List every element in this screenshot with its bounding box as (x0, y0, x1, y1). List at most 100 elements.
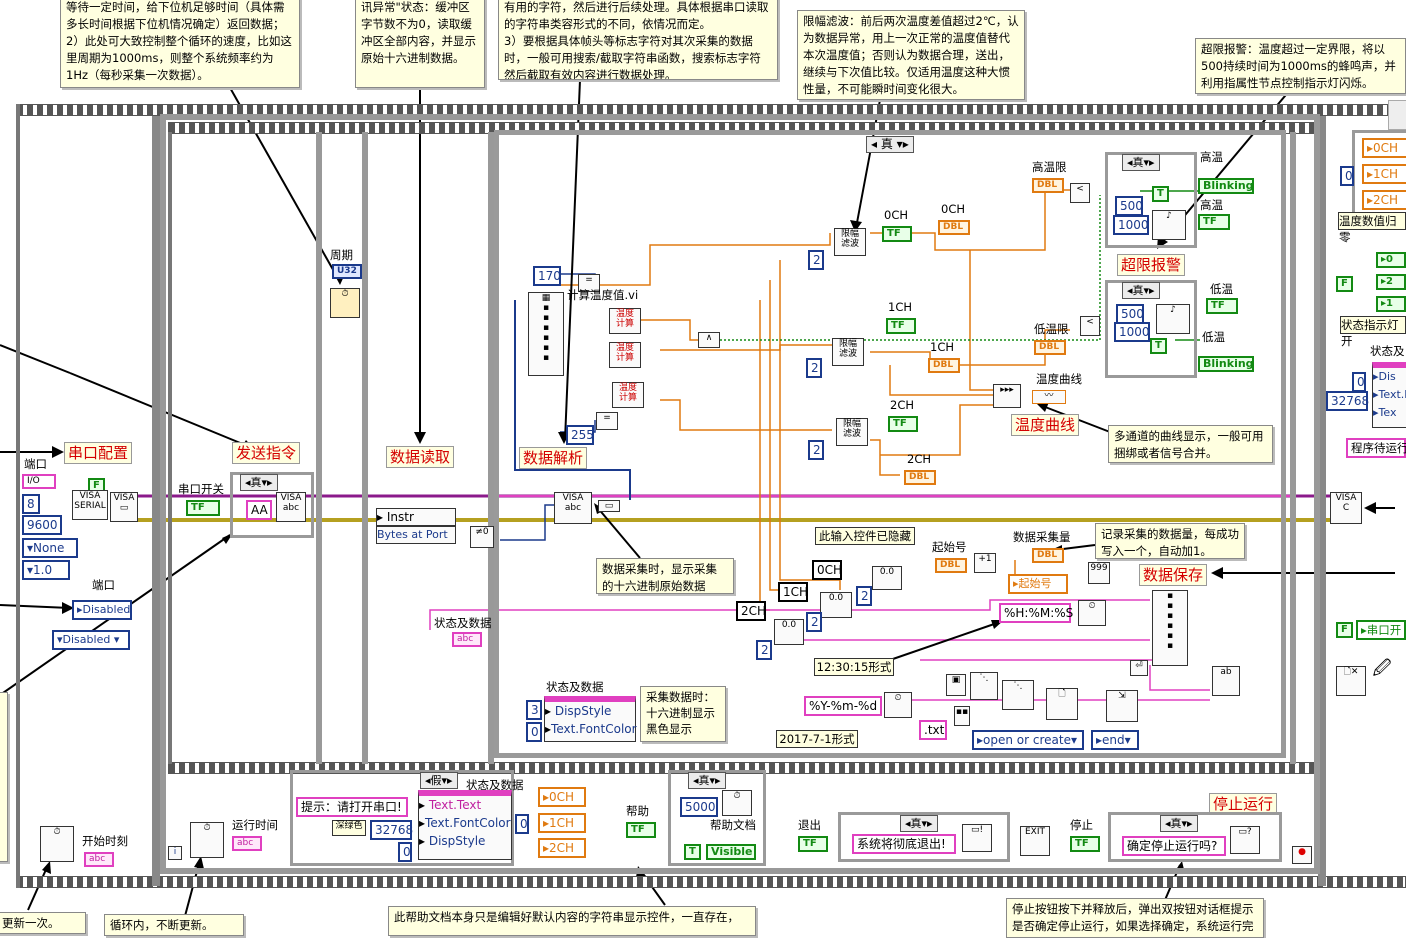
n0-const-b[interactable]: 0 (398, 842, 412, 862)
not-equal-zero-node[interactable]: ≠0 (470, 526, 494, 548)
n2-const-b[interactable]: 2 (806, 358, 822, 378)
calc-temp-node-2[interactable]: 温度计算 (609, 342, 641, 368)
help-case-selector[interactable]: ◂真▾▸ (688, 772, 726, 789)
concat-path-node[interactable]: ▪▪ (954, 706, 970, 726)
right-false-const-2[interactable]: F (1336, 622, 1353, 638)
prog-wait-const[interactable]: 程序待运行 (1346, 438, 1406, 458)
loop-stop-terminal[interactable]: ● (1292, 846, 1312, 864)
index-array-node[interactable]: ▦▪▪▪▪▪▪ (528, 292, 564, 376)
right-ch1-local[interactable]: ▸1CH (1362, 164, 1406, 184)
format-date-node[interactable]: ⏲ (884, 692, 912, 718)
default-dir-node[interactable]: ▣ (946, 674, 966, 696)
start-no-local[interactable]: ▸起始号 (1008, 574, 1068, 594)
and-node[interactable]: ∧ (698, 332, 720, 348)
limit-filter-node-0[interactable]: 限幅滤波 (834, 228, 866, 256)
right-led-2[interactable]: ▸2 (1376, 274, 1406, 290)
right-led-0[interactable]: ▸0 (1376, 252, 1406, 268)
n3-const[interactable]: 3 (526, 700, 542, 720)
ch1-local[interactable]: ▸1CH (538, 813, 586, 833)
stop-msg-const[interactable]: 确定停止运行吗? (1122, 836, 1226, 856)
databits-const[interactable]: 8 (22, 494, 40, 514)
ch2-local[interactable]: ▸2CH (538, 838, 586, 858)
tip-string-const[interactable]: 提示：请打开串口! (296, 797, 408, 817)
limit-filter-node-1[interactable]: 限幅滤波 (832, 338, 864, 366)
right-ch2-local[interactable]: ▸2CH (1362, 190, 1406, 210)
number-to-string-node[interactable]: 999 (1088, 562, 1110, 584)
port-disabled-2[interactable]: ▾Disabled ▾ (52, 630, 130, 650)
build-path-node-2[interactable]: ⋱ (1002, 680, 1034, 710)
calc-temp-node-1[interactable]: 温度计算 (609, 308, 641, 334)
beep-node-1[interactable]: ♪ (1152, 210, 1186, 240)
send-case-selector[interactable]: ◂真▾▸ (240, 474, 278, 491)
right-led-1[interactable]: ▸1 (1376, 296, 1406, 312)
eol-const[interactable]: ⏎ (1130, 660, 1148, 676)
beep-node-2[interactable]: ♪ (1156, 304, 1190, 334)
ch0-string-const[interactable]: 0CH (812, 560, 842, 580)
port-open-local[interactable]: ▸串口开 (1356, 620, 1406, 640)
n2-const-a[interactable]: 2 (808, 250, 824, 270)
parity-const[interactable]: ▾None (22, 538, 78, 558)
freq-500-b[interactable]: 500 (1116, 304, 1144, 324)
status-data-local[interactable]: abc (452, 632, 482, 647)
date-format-const[interactable]: %Y-%m-%d (804, 696, 882, 716)
limit-filter-node-2[interactable]: 限幅滤波 (836, 418, 868, 446)
low-alarm-selector[interactable]: ◂真▾▸ (1122, 282, 1160, 299)
n0-const[interactable]: 0 (526, 722, 542, 742)
help-wait-node[interactable]: ⏱ (722, 790, 752, 816)
bytes-at-port-node[interactable]: Bytes at Port (376, 526, 456, 544)
right-n32768-const[interactable]: 32768 (1326, 391, 1369, 411)
dur-1000-b[interactable]: 1000 (1114, 322, 1150, 342)
low-limit-ctl[interactable]: DBL (1034, 340, 1066, 355)
high-true-const[interactable]: T (1152, 186, 1169, 202)
dur-1000-a[interactable]: 1000 (1113, 215, 1149, 235)
format-node-0[interactable]: 0.0 (872, 566, 902, 590)
bundle-node[interactable]: ▸▸▸ (993, 384, 1021, 408)
equal-node-1[interactable]: = (578, 274, 600, 292)
help-true-const[interactable]: T (684, 844, 701, 860)
close-file-node[interactable]: 🗋✕ (1336, 666, 1366, 696)
greater-node[interactable]: < (1070, 183, 1090, 203)
tip-property-node[interactable]: ▸ Text.Text▸Text.FontColor▸ DispStyle (418, 790, 512, 860)
open-or-create-const[interactable]: ▸open or create▾ (972, 730, 1084, 750)
right-false-const[interactable]: F (1336, 276, 1353, 292)
exit-lv-node[interactable]: EXIT (1020, 826, 1050, 856)
high-alarm-selector[interactable]: ◂真▾▸ (1122, 154, 1160, 171)
one-button-dialog-node[interactable]: ▭! (962, 824, 992, 852)
two-button-dialog-node[interactable]: ▭? (1230, 826, 1260, 854)
waveform-chart-terminal[interactable]: 〰 (1032, 390, 1066, 404)
concat-strings-node[interactable]: ▪▪▪▪▪▪ (1152, 590, 1188, 666)
tip-case-selector[interactable]: ◂假▾▸ (420, 772, 458, 789)
exit-button-terminal[interactable]: TF (798, 836, 828, 852)
set-file-pos-node[interactable]: ⇲ (1106, 690, 1138, 722)
wait-ms-node[interactable]: ⏱ (330, 288, 360, 318)
instr-property-node[interactable]: ▸ Instr (376, 508, 456, 526)
right-ch0-local[interactable]: ▸0CH (1362, 138, 1406, 158)
stop-button-terminal[interactable]: TF (1070, 836, 1100, 852)
visa-resource-control[interactable]: I/O (22, 474, 56, 489)
ch0-local[interactable]: ▸0CH (538, 787, 586, 807)
tail-255-const[interactable]: 255 (566, 425, 594, 445)
open-file-node[interactable]: 🗋 (1046, 688, 1078, 720)
n2-const-f[interactable]: 2 (756, 640, 772, 660)
n2-const-d[interactable]: 2 (856, 586, 872, 606)
end-const[interactable]: ▸end▾ (1091, 730, 1139, 750)
less-node[interactable]: < (1080, 316, 1100, 336)
status-property-node[interactable]: ▸ DispStyle▸Text.FontColor (544, 696, 637, 742)
n32768-const[interactable]: 32768 (370, 820, 413, 840)
elapsed-time-node[interactable]: ⏱ (190, 822, 224, 858)
increment-node[interactable]: +1 (974, 553, 996, 573)
help-visible-node[interactable]: Visible (706, 844, 756, 860)
build-path-node-1[interactable]: ⋱ (970, 672, 998, 700)
period-terminal[interactable]: U32 (332, 264, 362, 279)
port-switch-terminal[interactable]: TF (186, 500, 220, 516)
write-text-node[interactable]: ab (1212, 666, 1240, 696)
stopbits-const[interactable]: ▾1.0 (22, 560, 70, 580)
n0-const-c[interactable]: 0 (515, 814, 529, 834)
time-format-const[interactable]: %H:%M:%S (999, 603, 1073, 623)
right-property-node[interactable]: ▸Dis▸Text.F▸Tex (1372, 362, 1406, 428)
equal-node-2[interactable]: = (596, 412, 618, 430)
parse-case-selector[interactable]: ◂ 真 ▾▸ (866, 136, 914, 153)
baud-const[interactable]: 9600 (22, 515, 62, 535)
